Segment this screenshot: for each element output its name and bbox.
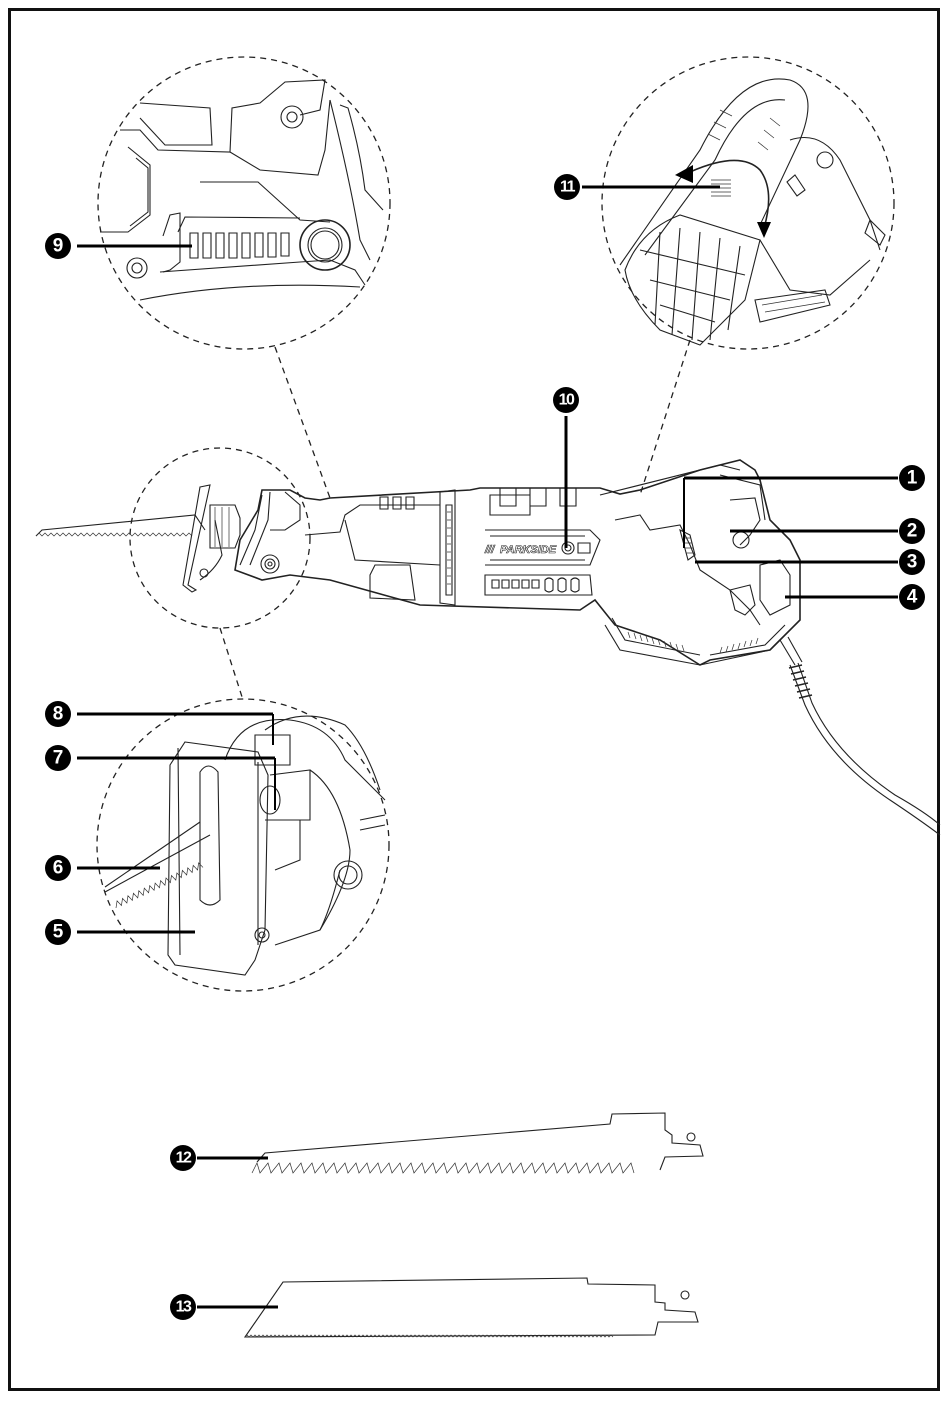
callout-12: 12 — [170, 1145, 196, 1171]
svg-text:4: 4 — [907, 587, 918, 608]
svg-text:8: 8 — [53, 704, 64, 725]
callout-9: 9 — [45, 233, 71, 259]
callout-leaders — [77, 185, 898, 1309]
saw-blade-fine — [243, 1277, 699, 1338]
callout-11: 11 — [554, 174, 580, 200]
detail-view-vents — [97, 56, 391, 499]
callout-10: 10 — [553, 387, 579, 413]
brand-name: PARKSIDE — [500, 544, 557, 556]
trigger-switch — [759, 559, 791, 616]
lock-button — [732, 531, 750, 549]
detail-connector-handle — [639, 339, 691, 496]
callout-3: 3 — [899, 549, 925, 575]
detail-connector-vents — [274, 346, 331, 499]
rotating-handle-drawing — [619, 78, 886, 346]
detail-circle-vents — [97, 56, 391, 350]
svg-text:7: 7 — [53, 748, 64, 769]
saw-blade — [35, 514, 206, 537]
brand-logo: /// PARKSIDE — [484, 544, 557, 557]
svg-text:1: 1 — [907, 468, 918, 489]
callout-13: 13 — [170, 1294, 196, 1320]
detail-circle-blade-clamp — [96, 698, 390, 992]
detail-view-rotating-handle — [601, 56, 895, 496]
svg-text:13: 13 — [176, 1299, 192, 1316]
callout-badges: 1 2 3 4 5 6 7 8 9 10 11 12 13 — [45, 174, 925, 1320]
saw-main-view: /// PARKSIDE — [35, 447, 941, 836]
blade-clamp-drawing — [104, 715, 386, 976]
blade-chuck — [209, 504, 241, 549]
figure-frame — [8, 8, 940, 1391]
detail-circle-handle — [601, 56, 895, 350]
saw-housing-outline — [234, 459, 801, 666]
callout-6: 6 — [45, 855, 71, 881]
svg-text:9: 9 — [53, 236, 64, 257]
svg-text:12: 12 — [176, 1150, 192, 1167]
callout-2: 2 — [899, 518, 925, 544]
callout-8: 8 — [45, 701, 71, 727]
svg-text:10: 10 — [559, 392, 575, 409]
callout-5: 5 — [45, 919, 71, 945]
vent-slots — [189, 232, 290, 259]
brand-prefix: /// — [484, 544, 496, 556]
power-cord — [779, 636, 941, 836]
callout-4: 4 — [899, 584, 925, 610]
detail-connector-blade-holder — [219, 627, 244, 701]
detail-circle-blade-holder — [129, 447, 311, 629]
svg-text:5: 5 — [53, 922, 64, 943]
svg-text:11: 11 — [560, 179, 576, 196]
rotation-arrow-icon — [675, 159, 771, 238]
saw-shoe — [182, 484, 211, 593]
saw-blade-coarse — [251, 1112, 704, 1174]
speed-wheel — [679, 528, 696, 561]
svg-text:2: 2 — [907, 521, 918, 542]
callout-1: 1 — [899, 465, 925, 491]
svg-text:6: 6 — [53, 858, 64, 879]
callout-7: 7 — [45, 745, 71, 771]
vents-housing-drawing — [100, 79, 384, 301]
detail-view-blade-clamp — [96, 698, 390, 992]
svg-text:3: 3 — [907, 552, 918, 573]
